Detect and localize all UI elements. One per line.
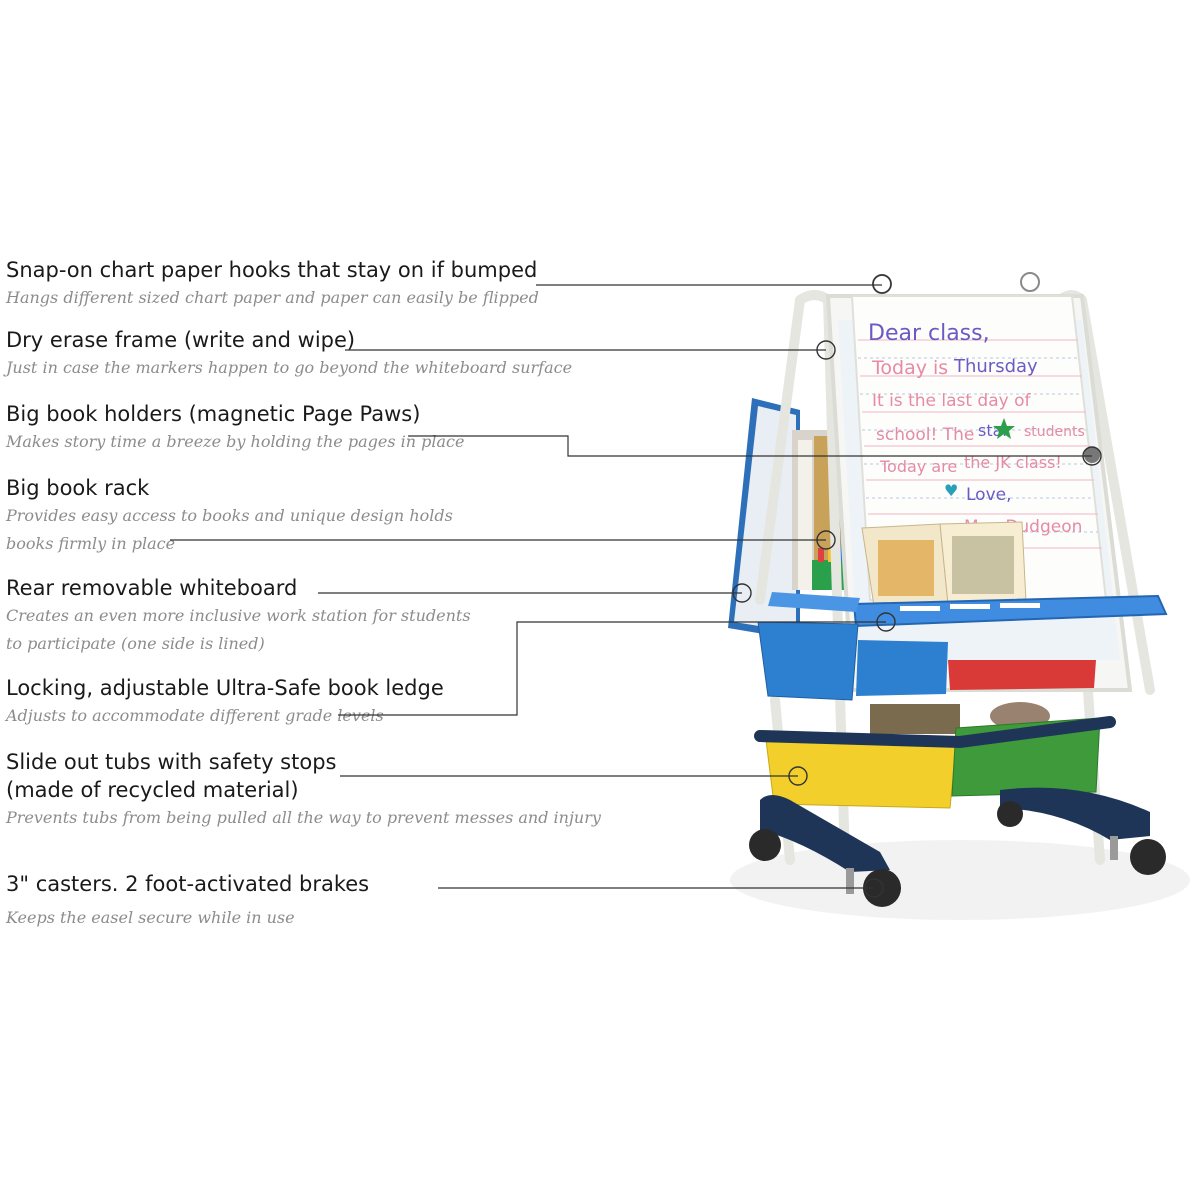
feature-desc: Creates an even more inclusive work stat…	[6, 606, 471, 625]
feature-title: Big book rack	[6, 476, 150, 500]
feature-title: Locking, adjustable Ultra-Safe book ledg…	[6, 676, 444, 700]
feature-desc: Adjusts to accommodate different grade l…	[6, 706, 384, 725]
leader-holders	[408, 435, 1092, 457]
casters	[749, 787, 1166, 907]
feature-book-holders: Big book holders (magnetic Page Paws) Ma…	[6, 400, 464, 456]
feature-title: Dry erase frame (write and wipe)	[6, 328, 356, 352]
board-line-2a: Today is	[871, 357, 948, 379]
feature-desc: books firmly in place	[6, 534, 176, 553]
leader-markers	[732, 274, 1102, 898]
book-ledge	[768, 592, 1168, 628]
feature-desc: Prevents tubs from being pulled all the …	[6, 808, 601, 827]
feature-title: Rear removable whiteboard	[6, 576, 298, 600]
feature-book-rack: Big book rack Provides easy access to bo…	[6, 474, 453, 558]
lower-tubs	[754, 702, 1116, 809]
feature-rear-whiteboard: Rear removable whiteboard Creates an eve…	[6, 574, 471, 658]
board-line-4a: school! The	[876, 425, 974, 445]
big-book	[861, 521, 1027, 607]
books-in-tub	[870, 704, 960, 734]
upper-tubs	[757, 621, 1096, 701]
feature-title-cont: (made of recycled material)	[6, 778, 299, 802]
heart-icon: ♥	[944, 481, 958, 500]
chart-paper-hooks	[872, 272, 1040, 294]
feature-title: 3" casters. 2 foot-activated brakes	[6, 872, 370, 896]
board-line-6: Love,	[966, 485, 1012, 505]
board-line-1: Dear class,	[868, 321, 990, 346]
page-paws-magnet	[1084, 447, 1100, 463]
feature-desc: to participate (one side is lined)	[6, 634, 265, 653]
board-line-4c: students	[1024, 424, 1085, 440]
board-line-3: It is the last day of	[872, 391, 1032, 411]
feature-book-ledge: Locking, adjustable Ultra-Safe book ledg…	[6, 674, 444, 730]
feature-desc: Hangs different sized chart paper and pa…	[6, 288, 539, 307]
floor-shadow	[730, 840, 1190, 920]
board-line-5b: the JK class!	[964, 453, 1062, 472]
board-line-5a: Today are	[879, 457, 957, 476]
feature-desc: Makes story time a breeze by holding the…	[6, 432, 465, 451]
feature-casters: 3" casters. 2 foot-activated brakes Keep…	[6, 870, 369, 932]
feature-frame: Dry erase frame (write and wipe) Just in…	[6, 326, 572, 382]
feature-desc: Provides easy access to books and unique…	[6, 506, 453, 525]
board-line-2b: Thursday	[953, 356, 1038, 377]
feature-tubs: Slide out tubs with safety stops (made o…	[6, 748, 601, 832]
leader-ledge	[338, 621, 886, 716]
star-icon	[993, 418, 1015, 439]
feature-desc: Keeps the easel secure while in use	[6, 908, 295, 927]
feature-desc: Just in case the markers happen to go be…	[6, 358, 573, 377]
feature-hooks: Snap-on chart paper hooks that stay on i…	[6, 256, 539, 312]
feature-title: Snap-on chart paper hooks that stay on i…	[6, 258, 538, 282]
feature-title: Slide out tubs with safety stops	[6, 750, 337, 774]
leader-lines	[170, 284, 1092, 889]
feature-title: Big book holders (magnetic Page Paws)	[6, 402, 421, 426]
